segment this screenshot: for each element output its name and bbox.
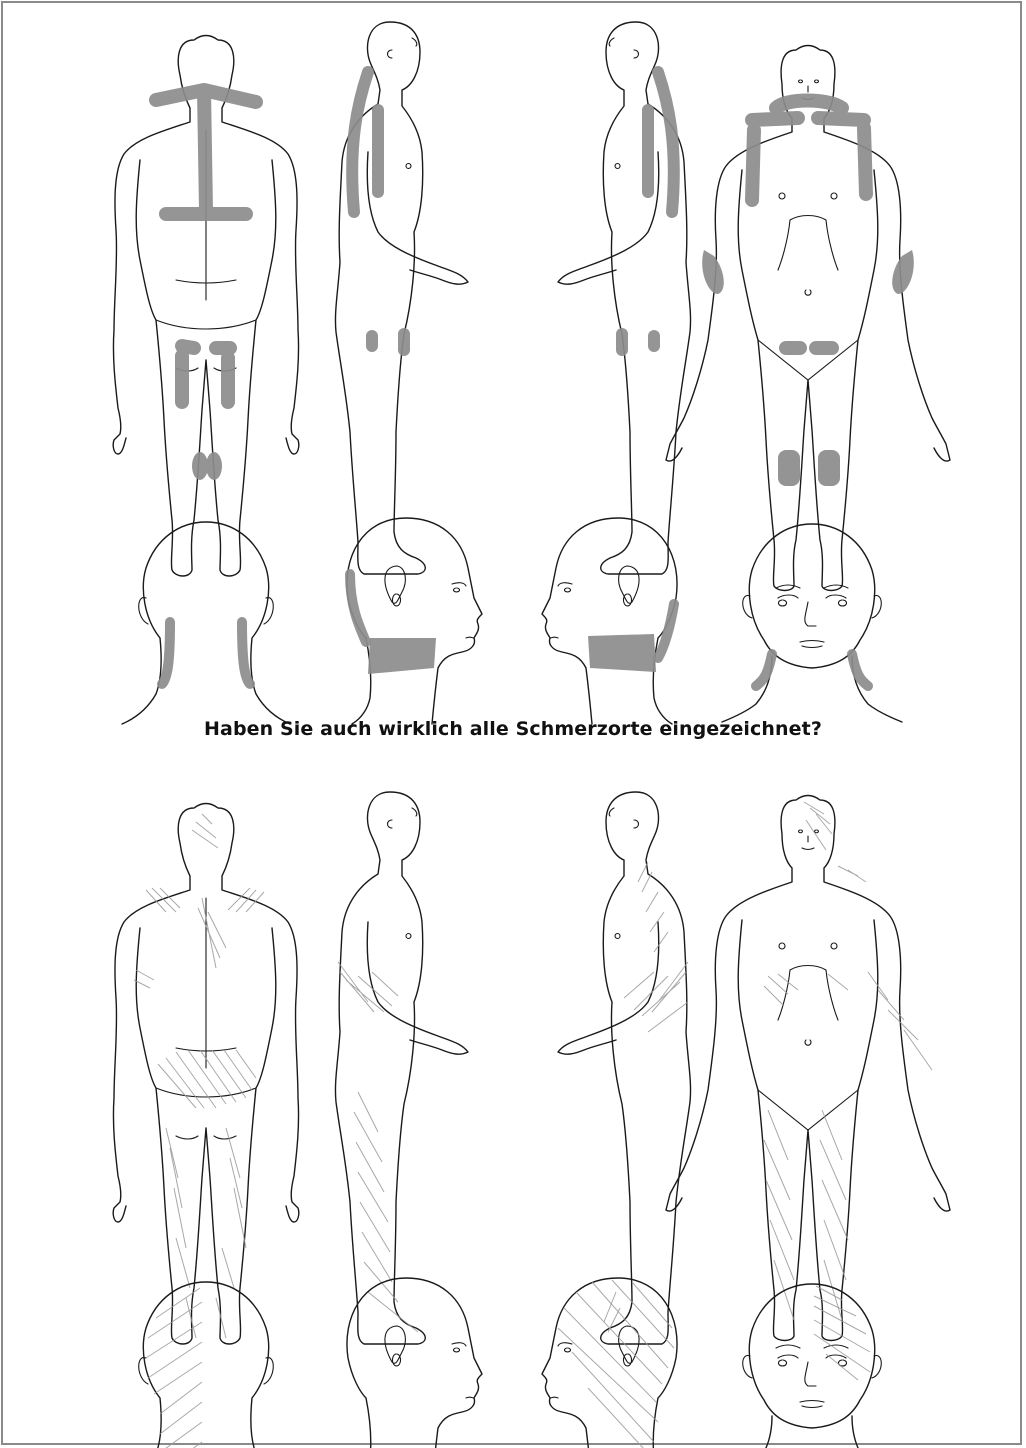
page-question: Haben Sie auch wirklich alle Schmerzorte…	[0, 718, 1026, 740]
top-left-profile-pain-marks	[352, 72, 404, 350]
bottom-head-back-hatching	[146, 1288, 202, 1448]
bottom-head-left-profile	[347, 1278, 482, 1448]
top-head-right-profile	[542, 518, 677, 724]
top-back-feet-pain	[192, 452, 222, 480]
top-body-front	[666, 46, 950, 591]
bottom-left-profile-hatching	[338, 962, 418, 1332]
top-head-right-pain	[658, 604, 674, 658]
bottom-head-right-hatching	[558, 1280, 674, 1448]
top-head-back-pain	[162, 622, 250, 684]
bottom-body-back	[113, 804, 299, 1345]
top-body-left-profile	[335, 22, 468, 574]
bottom-back-hatching	[134, 814, 264, 1338]
top-head-left-neck-pain	[368, 638, 436, 674]
bottom-bodies	[113, 792, 950, 1344]
top-head-left-pain	[350, 574, 366, 642]
top-bodies	[113, 22, 950, 591]
top-head-front	[722, 524, 902, 722]
top-head-right-neck-pain	[588, 634, 656, 672]
bottom-body-left-profile	[335, 792, 468, 1344]
top-body-back	[113, 36, 299, 577]
bottom-head-right-profile	[542, 1278, 677, 1448]
top-front-hands-feet-pain	[702, 250, 914, 486]
top-heads	[122, 518, 902, 724]
top-body-right-profile	[558, 22, 691, 574]
bottom-body-front	[666, 796, 950, 1341]
bottom-front-hatching	[764, 802, 932, 1320]
top-right-profile-pain-marks	[622, 72, 674, 350]
top-head-back	[122, 522, 290, 724]
bottom-right-profile-hatching	[604, 862, 688, 1332]
bottom-body-right-profile	[558, 792, 691, 1344]
top-head-front-pain	[756, 654, 868, 686]
top-head-left-profile	[347, 518, 482, 724]
bottom-head-back	[122, 1282, 290, 1448]
top-front-pain-marks	[752, 101, 866, 349]
bottom-head-front	[722, 1284, 902, 1448]
